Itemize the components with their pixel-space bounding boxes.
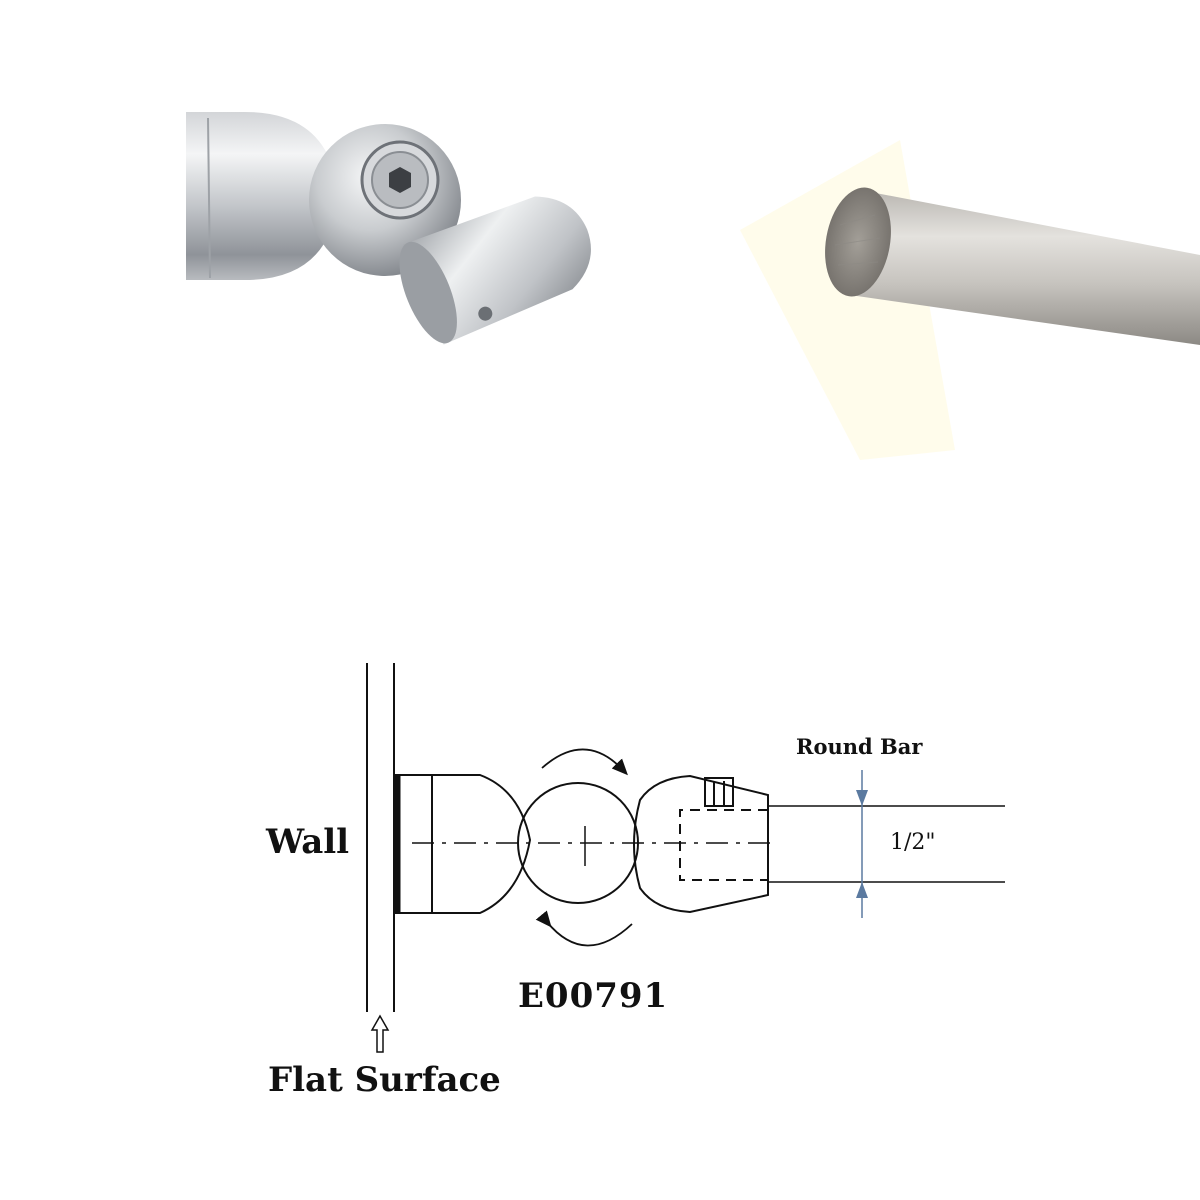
technical-drawing <box>366 663 1005 1053</box>
part-number-label: E00791 <box>518 976 669 1016</box>
wall-label: Wall <box>266 822 350 862</box>
swivel-connector-photo <box>186 112 591 345</box>
round-bar-label: Round Bar <box>796 734 923 759</box>
dimension-label: 1/2" <box>890 830 936 855</box>
curved-arrow-icon <box>535 748 633 947</box>
up-arrow-icon <box>370 1014 390 1053</box>
dimension-half-inch <box>856 770 868 918</box>
flat-surface-label: Flat Surface <box>268 1060 501 1100</box>
round-bar-photo <box>740 140 1200 460</box>
hex-socket-icon <box>360 140 440 220</box>
ball-joint <box>517 782 639 904</box>
